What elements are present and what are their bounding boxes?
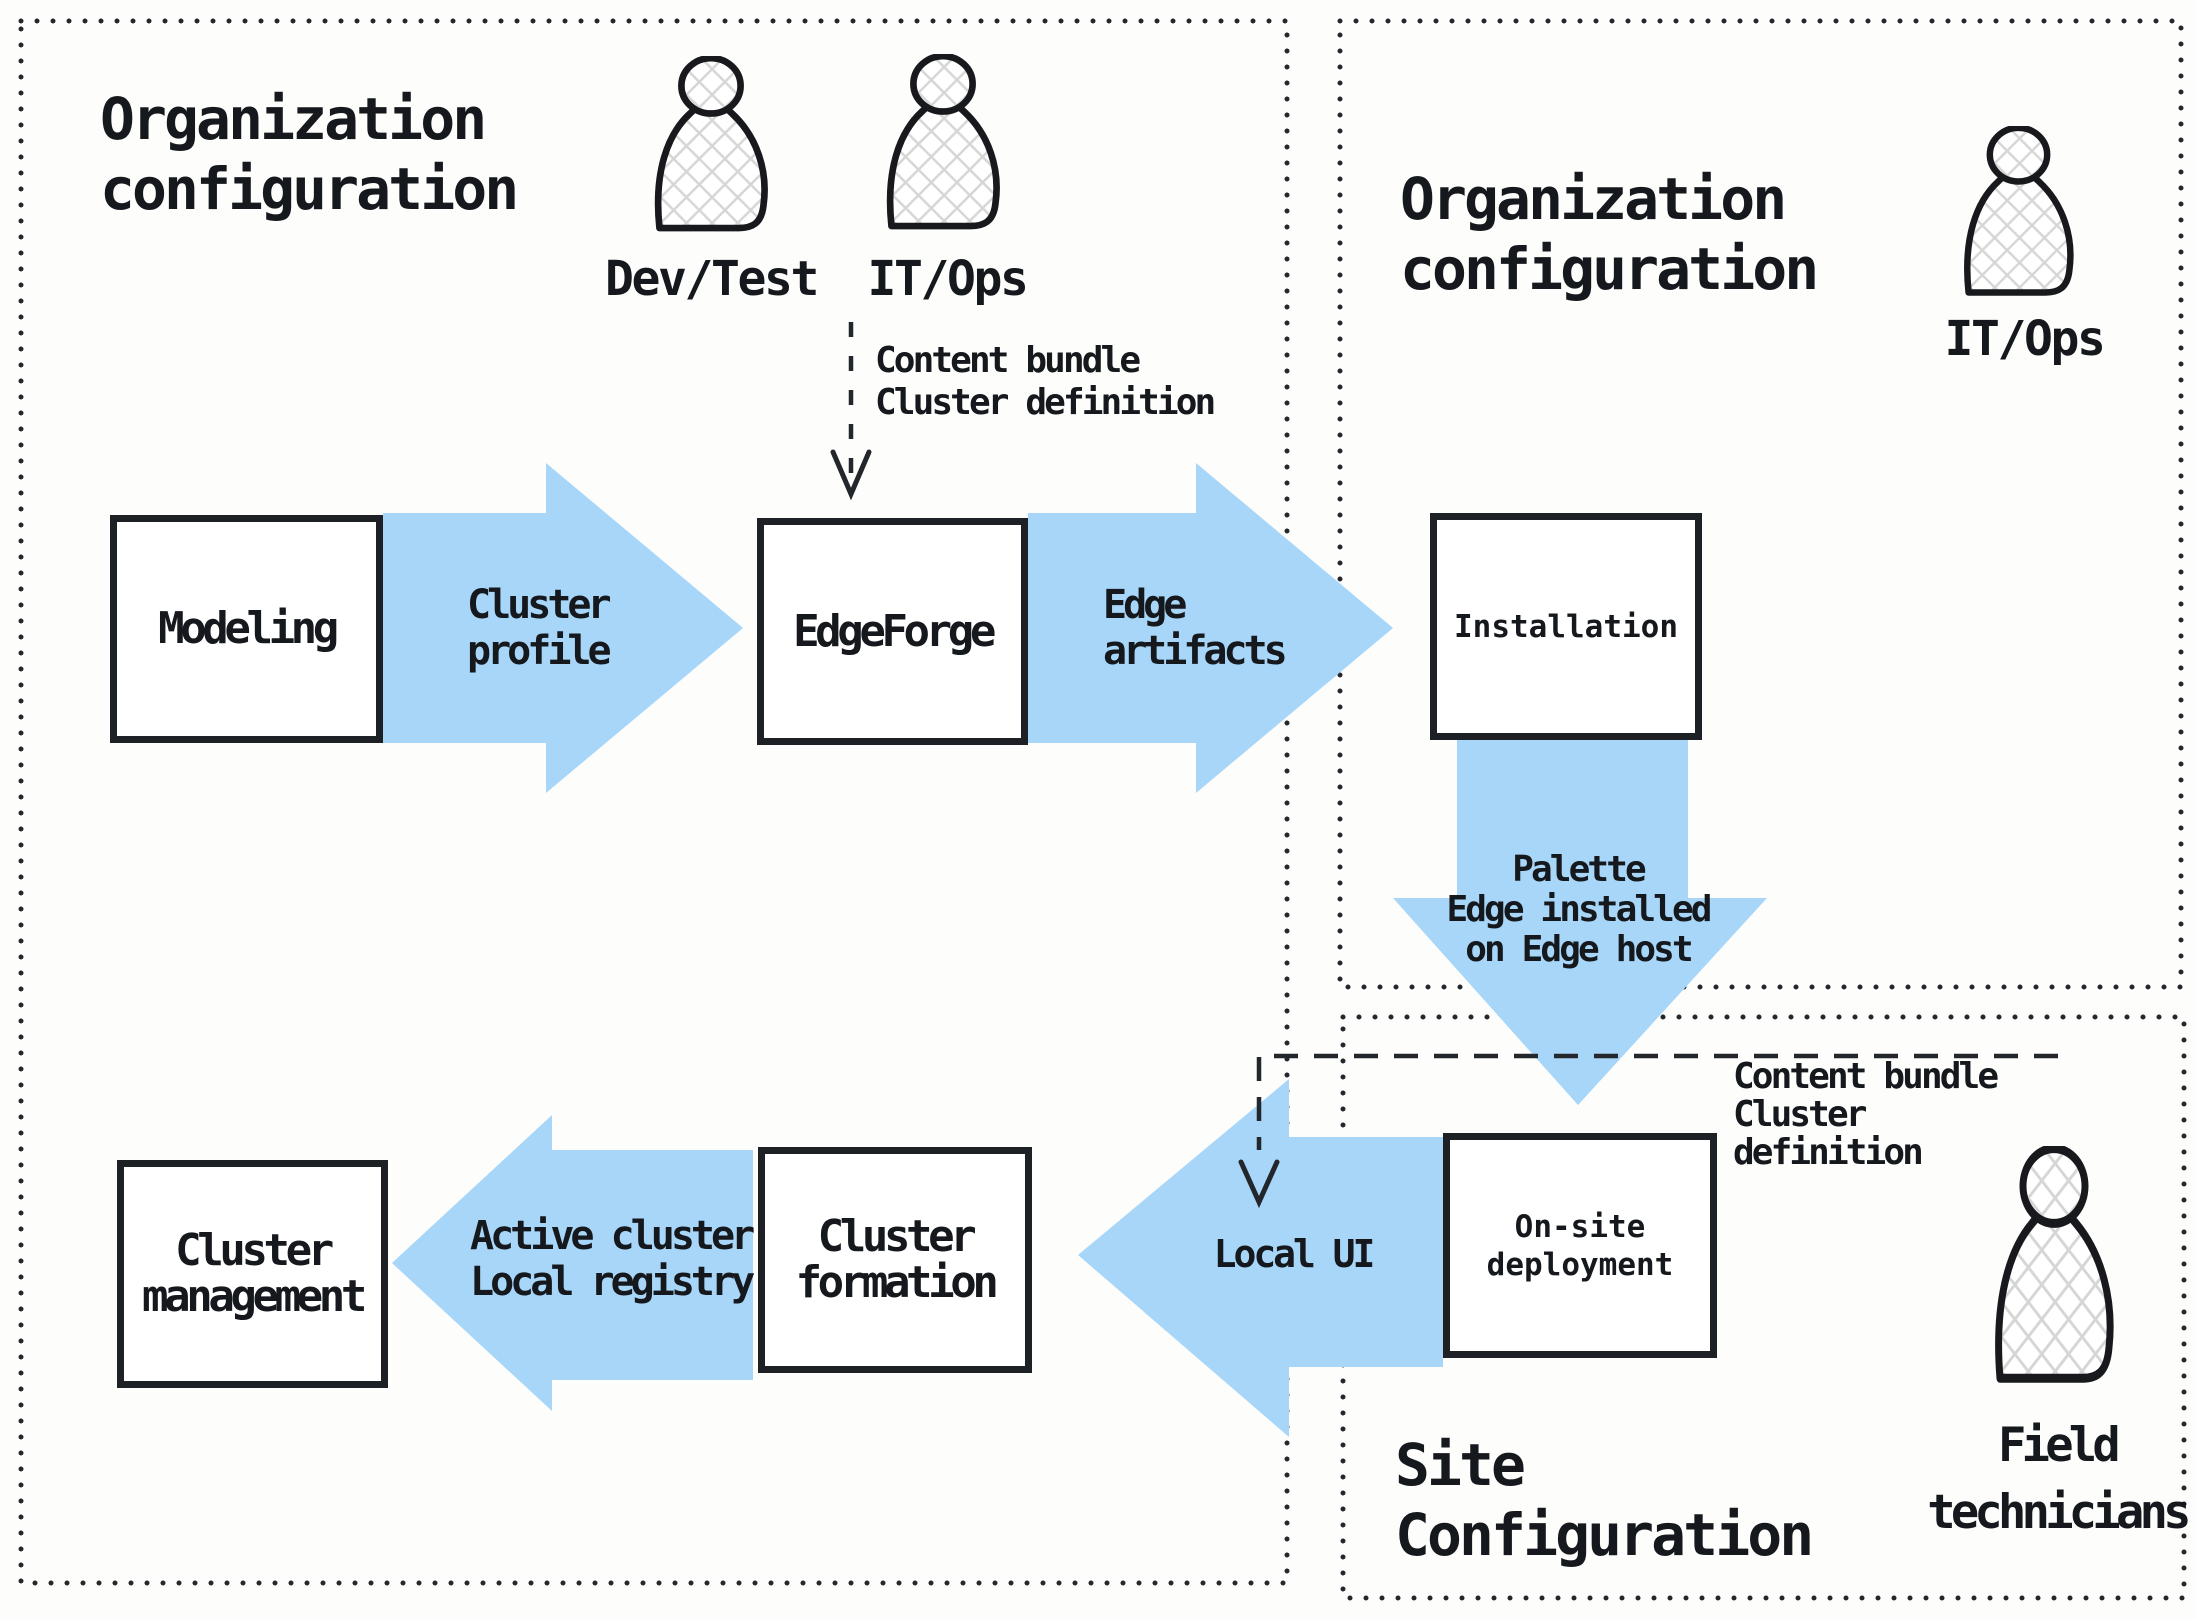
installation-node-label: Installation [1454, 608, 1678, 645]
edge-artifacts-arrow [1028, 463, 1393, 793]
org-right-title-line2: configuration [1400, 235, 1819, 303]
edgeforge-node-label: EdgeForge [793, 605, 996, 657]
it-ops-left-person-icon [886, 54, 1000, 230]
it-ops-right-person-icon [1964, 126, 2074, 296]
content-bundle-note-site-line3: definition [1733, 1132, 1924, 1173]
cluster-formation-node: Cluster formation [758, 1147, 1032, 1373]
local-ui-arrow [1078, 1079, 1443, 1437]
field-tech-dashed-line [1256, 1053, 2058, 1150]
active-cluster-arrow [392, 1115, 753, 1411]
edge-artifacts-label-line2: artifacts [1103, 628, 1288, 674]
on-site-deployment-label-line2: deployment [1486, 1246, 1674, 1283]
palette-edge-label-line2: Edge installed [1446, 889, 1712, 930]
installation-node: Installation [1430, 513, 1702, 740]
it-ops-right-label: IT/Ops [1944, 311, 2106, 367]
edgeforge-node: EdgeForge [757, 518, 1028, 745]
palette-edge-label-line3: on Edge host [1465, 929, 1693, 970]
it-ops-left-label: IT/Ops [867, 251, 1029, 307]
content-bundle-note-top: Content bundle Cluster definition [875, 340, 1216, 424]
content-bundle-arrowhead-icon [830, 449, 872, 501]
field-technicians-person-icon [1995, 1146, 2114, 1383]
modeling-node-label: Modeling [158, 603, 339, 654]
cluster-profile-arrow [383, 463, 743, 793]
modeling-node: Modeling [110, 515, 383, 743]
active-cluster-label-line2: Local registry [470, 1259, 755, 1305]
field-technicians-label: Field technicians [1907, 1412, 2196, 1546]
content-bundle-note-site-line1: Content bundle [1733, 1056, 1999, 1097]
org-configuration-left-region-border [18, 18, 1290, 1586]
cluster-formation-label-line2: formation [795, 1257, 999, 1308]
palette-edge-install-arrow [1393, 740, 1767, 1105]
cluster-management-label-line2: management [142, 1271, 367, 1322]
content-bundle-note-top-line2: Cluster definition [875, 382, 1216, 423]
local-ui-flow-label: Local UI [1213, 1232, 1376, 1276]
site-region-title: Site Configuration [1395, 1430, 1814, 1570]
org-left-title-line1: Organization [100, 85, 487, 153]
palette-edge-flow-label: Palette Edge installed on Edge host [1428, 850, 1728, 970]
field-technicians-label-line1: Field [1998, 1418, 2121, 1473]
org-left-title-line2: configuration [100, 155, 519, 223]
dev-test-label: Dev/Test [605, 251, 819, 307]
content-bundle-note-site: Content bundle Cluster definition [1733, 1056, 1999, 1173]
edge-artifacts-flow-label: Edge artifacts [1103, 582, 1288, 674]
palette-edge-label-line1: Palette [1512, 849, 1646, 890]
org-right-title-line1: Organization [1400, 165, 1787, 233]
content-bundle-note-top-line1: Content bundle [875, 340, 1141, 381]
field-tech-arrowhead-icon [1238, 1159, 1280, 1209]
cluster-profile-flow-label: Cluster profile [467, 582, 612, 674]
cluster-management-node: Cluster management [117, 1160, 388, 1388]
org-left-region-title: Organization configuration [100, 84, 519, 224]
cluster-profile-label-line2: profile [467, 628, 612, 674]
site-title-line1: Site [1395, 1431, 1526, 1499]
org-right-region-title: Organization configuration [1400, 164, 1819, 304]
edge-artifacts-label-line1: Edge [1103, 582, 1187, 628]
cluster-formation-label-line1: Cluster [817, 1211, 977, 1262]
on-site-deployment-node: On-site deployment [1443, 1133, 1717, 1358]
active-cluster-label-line1: Active cluster [470, 1213, 755, 1259]
cluster-profile-label-line1: Cluster [467, 582, 612, 628]
dev-test-person-icon [654, 56, 768, 232]
site-title-line2: Configuration [1395, 1501, 1814, 1569]
cluster-management-label-line1: Cluster [175, 1225, 334, 1276]
content-bundle-note-site-line2: Cluster [1733, 1094, 1867, 1135]
field-technicians-label-line2: technicians [1927, 1485, 2191, 1540]
site-configuration-region-border [1340, 1014, 2187, 1601]
active-cluster-flow-label: Active cluster Local registry [470, 1213, 755, 1305]
on-site-deployment-label-line1: On-site [1514, 1208, 1646, 1245]
